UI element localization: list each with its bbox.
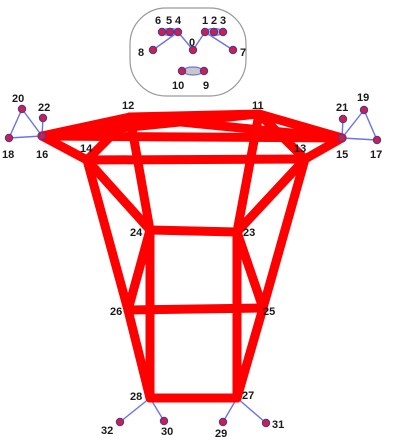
edge-15-17: [341, 137, 378, 141]
body-skeleton: [37, 109, 347, 403]
label-19: 19: [357, 92, 369, 104]
label-6: 6: [155, 15, 161, 27]
label-4: 4: [175, 15, 182, 27]
label-20: 20: [12, 93, 24, 105]
label-3: 3: [220, 15, 226, 27]
keypoint-7: [228, 45, 238, 55]
label-8: 8: [138, 47, 144, 59]
edge-15-13: [300, 133, 347, 164]
keypoint-3: [218, 27, 228, 37]
edge-17-19: [363, 109, 378, 141]
edge-16-18: [8, 135, 43, 139]
label-16: 16: [36, 149, 48, 161]
edge-14-24: [82, 155, 155, 235]
edge-15-12: [125, 112, 347, 143]
label-32: 32: [101, 425, 113, 437]
label-5: 5: [166, 15, 172, 27]
label-22: 22: [38, 102, 50, 114]
keypoint-21: [338, 114, 348, 124]
keypoint-19: [359, 105, 369, 115]
label-29: 29: [215, 428, 227, 438]
label-27: 27: [242, 390, 254, 402]
edge-14-13: [82, 154, 310, 165]
label-23: 23: [243, 227, 255, 239]
keypoint-30: [159, 416, 169, 426]
label-11: 11: [252, 100, 264, 112]
head-outline: [129, 7, 247, 97]
keypoint-9: [199, 66, 209, 76]
label-31: 31: [272, 419, 284, 431]
label-18: 18: [2, 149, 14, 161]
keypoint-labels: 0 1 2 3 4 5 6 7 8 9 10 11 12 13 14 15 16…: [2, 15, 382, 440]
label-0: 0: [189, 37, 195, 49]
keypoint-20: [17, 104, 27, 114]
keypoint-16: [37, 131, 47, 141]
edge-13-25: [258, 154, 310, 313]
keypoint-2: [209, 27, 219, 37]
edge-24-23: [145, 225, 242, 237]
label-21: 21: [336, 102, 348, 114]
edge-16-15: [37, 131, 347, 143]
label-2: 2: [211, 15, 217, 27]
keypoint-0: [188, 45, 198, 55]
label-24: 24: [130, 227, 143, 239]
label-28: 28: [130, 391, 142, 403]
thin-connections: [8, 31, 378, 424]
label-9: 9: [203, 80, 209, 92]
edge-14-26: [82, 155, 133, 315]
keypoint-17: [372, 135, 382, 145]
keypoint-1: [200, 27, 210, 37]
edge-19-15: [341, 109, 365, 139]
keypoint-10: [177, 66, 187, 76]
label-7: 7: [240, 47, 246, 59]
label-26: 26: [110, 306, 122, 318]
label-10: 10: [172, 80, 184, 92]
keypoint-31: [261, 418, 271, 428]
label-13: 13: [294, 143, 306, 155]
keypoint-4: [173, 27, 183, 37]
keypoint-5: [165, 27, 175, 37]
label-25: 25: [263, 306, 275, 318]
keypoint-18: [4, 133, 14, 143]
edge-27-31: [236, 397, 267, 424]
label-30: 30: [161, 426, 173, 438]
edge-28-32: [119, 397, 151, 423]
edge-20-16: [21, 108, 43, 137]
edge-12-24: [125, 112, 155, 235]
label-14: 14: [80, 143, 93, 155]
edge-11-23: [232, 109, 264, 237]
edge-13-23: [232, 154, 310, 237]
label-15: 15: [336, 149, 348, 161]
keypoint-15: [337, 133, 347, 143]
edge-26-28: [123, 305, 155, 403]
keypoint-32: [115, 417, 125, 427]
keypoint-29: [218, 417, 228, 427]
edge-18-20: [8, 108, 23, 139]
label-1: 1: [202, 15, 208, 27]
edge-25-27: [232, 303, 268, 403]
keypoint-22: [38, 113, 48, 123]
keypoint-6: [157, 27, 167, 37]
keypoint-8: [148, 45, 158, 55]
keypoints: [4, 27, 382, 428]
label-12: 12: [122, 100, 134, 112]
label-17: 17: [370, 149, 382, 161]
